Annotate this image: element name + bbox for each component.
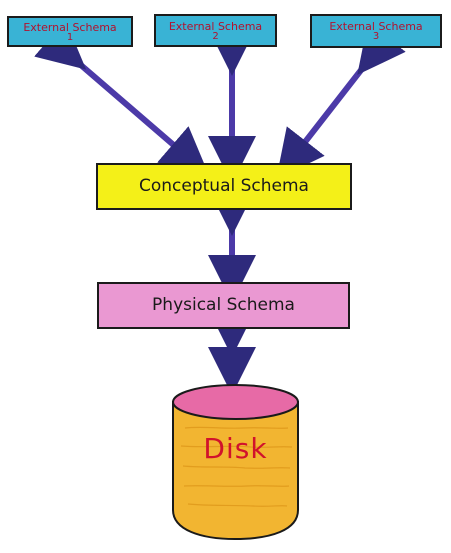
disk-texture: [180, 426, 293, 507]
disk-cylinder: Disk: [163, 374, 308, 541]
external-schema-2-number: 2: [212, 30, 219, 42]
disk-label: Disk: [203, 432, 268, 465]
connector-external-3-to-conceptual: [276, 22, 406, 179]
external-schema-3-box: External Schema 3: [310, 14, 442, 48]
conceptual-schema-label: Conceptual Schema: [139, 176, 309, 196]
physical-schema-box: Physical Schema: [97, 282, 350, 329]
external-schema-1-number: 1: [66, 31, 74, 43]
external-schema-1-label: External Schema: [23, 20, 117, 34]
physical-schema-label: Physical Schema: [152, 295, 295, 315]
external-schema-2-label: External Schema: [168, 19, 263, 33]
external-schema-2-box: External Schema 2: [154, 14, 277, 47]
external-schema-1-box: External Schema 1: [7, 16, 133, 47]
connector-external-1-to-conceptual: [34, 20, 210, 176]
conceptual-schema-box: Conceptual Schema: [96, 163, 352, 210]
external-schema-3-label: External Schema: [329, 20, 423, 33]
disk-body: [172, 401, 299, 541]
disk-top: [172, 384, 299, 420]
external-schema-3-number: 3: [372, 31, 380, 42]
disk-icon: [172, 384, 299, 541]
